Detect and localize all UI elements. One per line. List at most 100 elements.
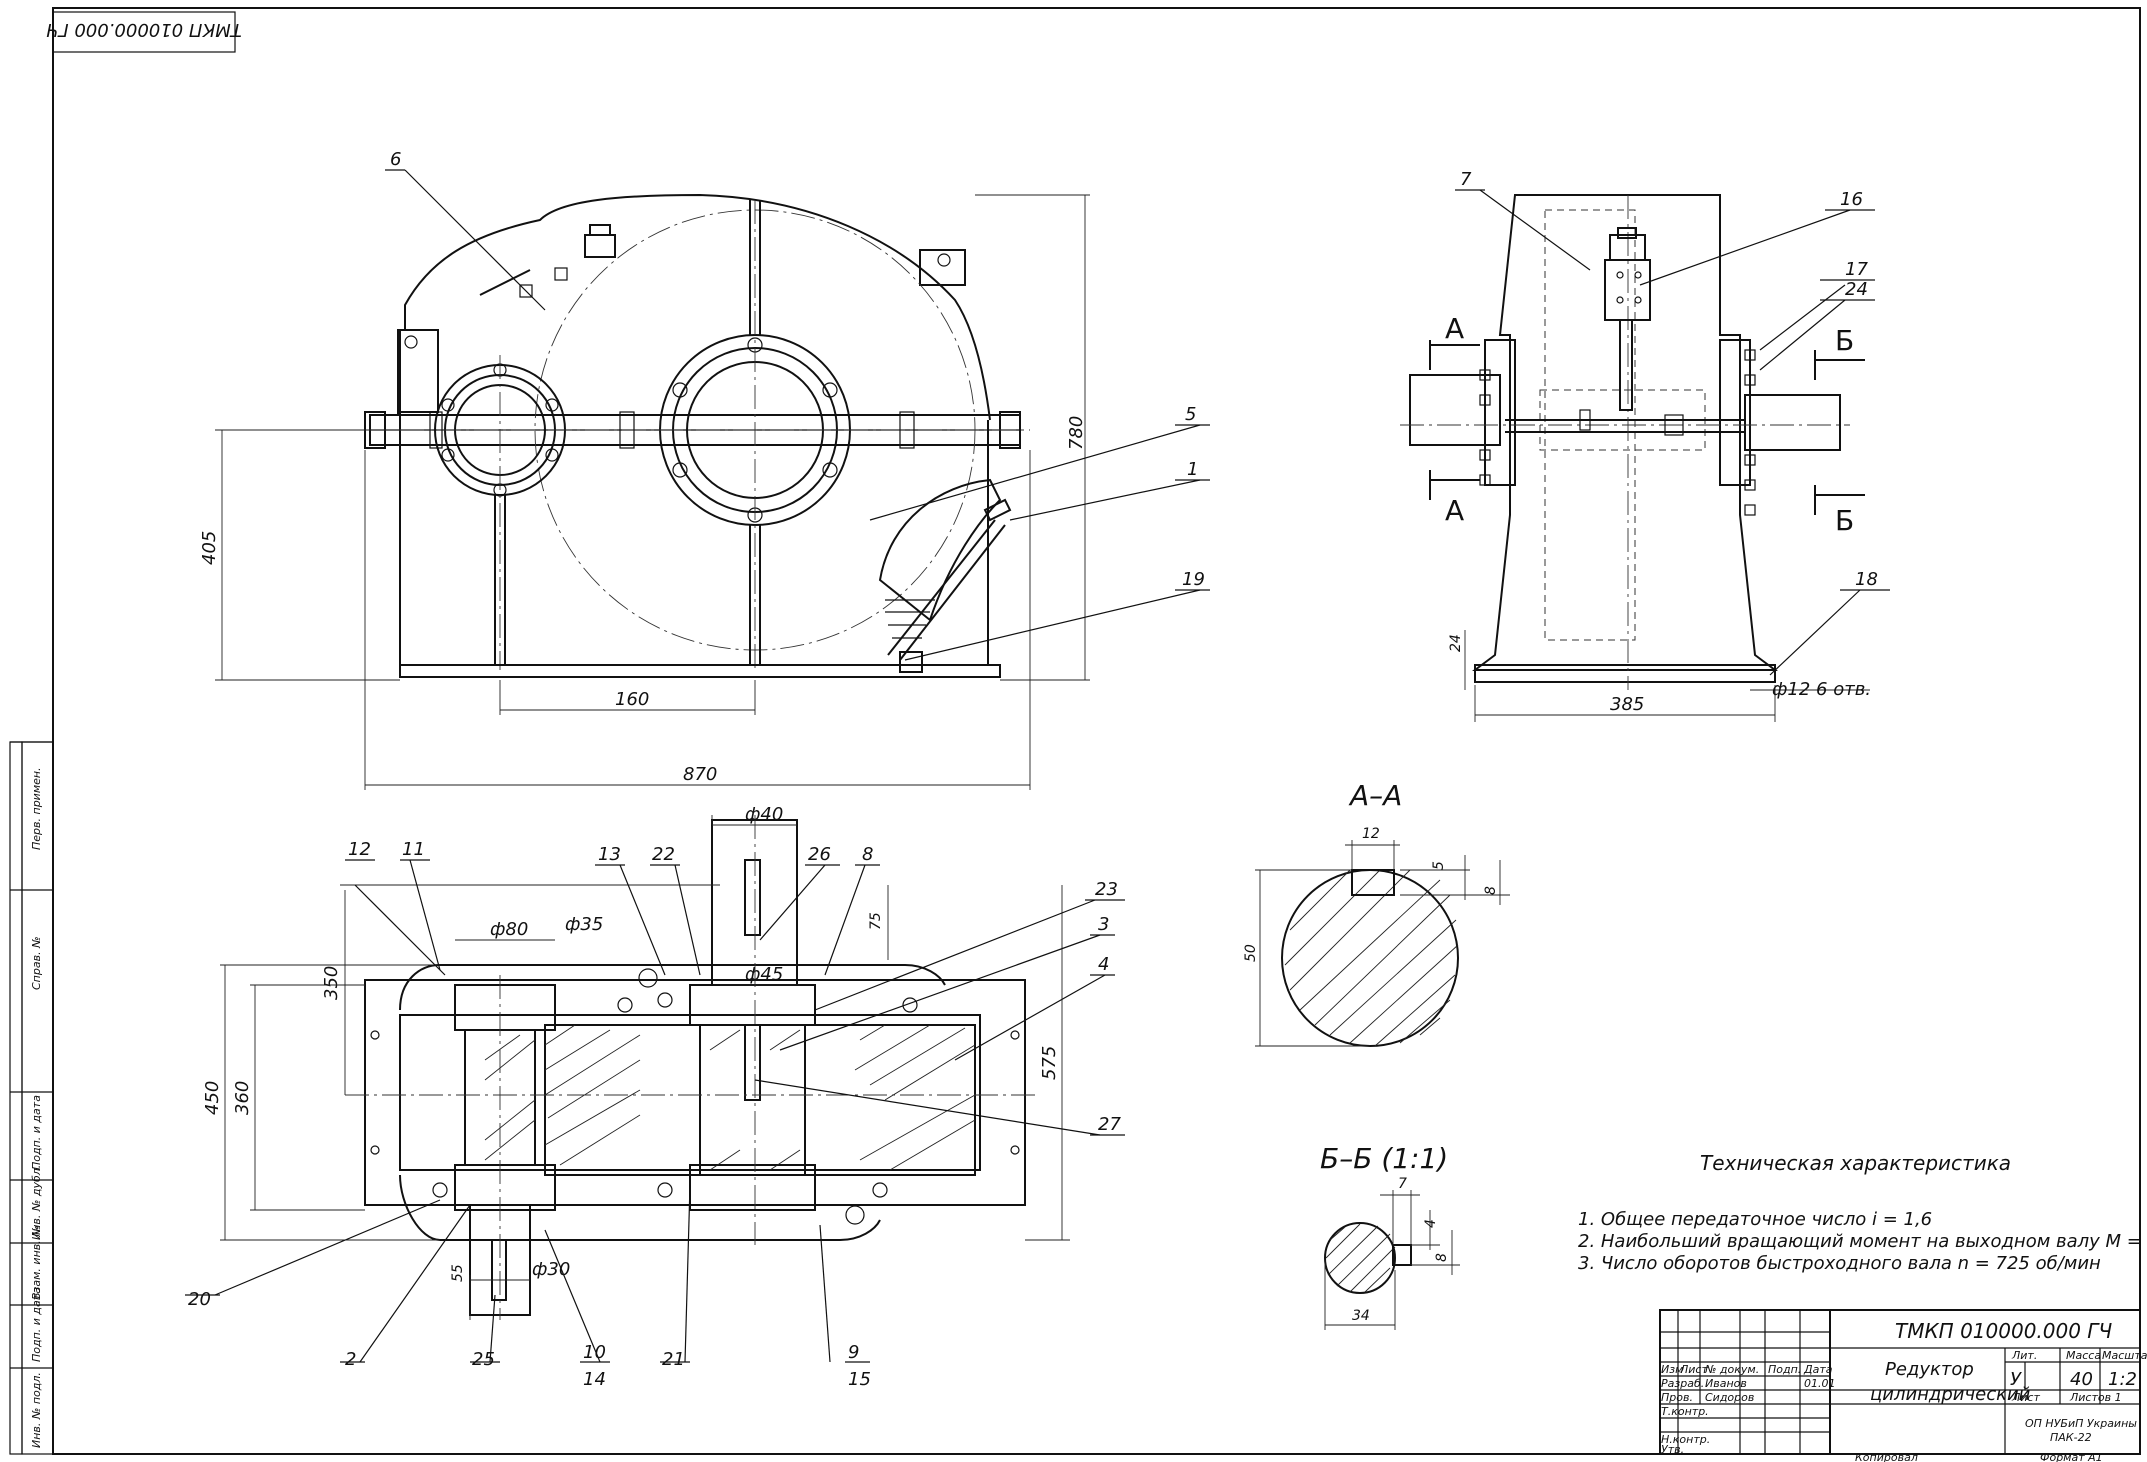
tb-mass-value: 40: [2070, 1369, 2093, 1390]
callout-10: 10: [583, 1342, 606, 1363]
bb-dim-4: 4: [1423, 1219, 1439, 1228]
bb-dim-34: 34: [1352, 1308, 1370, 1324]
callout-27: 27: [1098, 1114, 1121, 1135]
rotated-stamp-code: ТМКП 010000.000 ГЧ: [46, 19, 241, 40]
section-bb-title: Б–Б (1:1): [1320, 1142, 1448, 1175]
section-aa-title: А–А: [1348, 779, 1402, 812]
tb-date-razrab: 01.01: [1804, 1377, 1836, 1390]
callout-12: 12: [348, 839, 371, 860]
callout-18: 18: [1855, 569, 1878, 590]
dim-360: 360: [232, 1081, 253, 1115]
side-label-perv: Перв. примен.: [30, 767, 43, 850]
callout-13: 13: [598, 844, 621, 865]
callout-2: 2: [345, 1349, 356, 1370]
section-mark-a-top: А: [1445, 312, 1464, 345]
side-label-podp1: Подп. и дата: [30, 1095, 43, 1170]
side-label-podl: Инв. № подл.: [30, 1372, 43, 1448]
tb-name-2: цилиндрический: [1870, 1384, 2031, 1405]
tb-code: ТМКП 010000.000 ГЧ: [1895, 1319, 2112, 1343]
tb-sheets-label: Листов 1: [2069, 1391, 2122, 1404]
callout-9: 9: [848, 1342, 859, 1363]
tb-name-1: Редуктор: [1885, 1359, 1974, 1380]
tb-name-prov: Сидоров: [1705, 1391, 1754, 1404]
tb-role-nkontr: Н.контр.: [1661, 1433, 1710, 1446]
tb-hdr-izm: Изм: [1661, 1363, 1683, 1376]
callout-5: 5: [1185, 404, 1196, 425]
bb-dim-7: 7: [1398, 1176, 1407, 1192]
side-label-vzam: Взам. инв. №: [30, 1225, 43, 1300]
tech-spec: Техническая характеристика 1. Общее пере…: [1578, 1151, 2147, 1274]
tb-format: Формат А1: [2040, 1451, 2103, 1462]
aa-dim-5: 5: [1431, 861, 1447, 870]
dim-d30: ф30: [532, 1259, 570, 1280]
dim-holes-12: ф12 6 отв.: [1772, 679, 1871, 700]
side-label-sprav: Справ. №: [30, 936, 43, 990]
callout-20: 20: [188, 1289, 211, 1310]
dim-d45: ф45: [745, 964, 783, 985]
tb-hdr-dok: № докум.: [1704, 1363, 1759, 1376]
dim-24: 24: [1448, 634, 1464, 652]
dim-55: 55: [450, 1264, 466, 1282]
dim-575: 575: [1039, 1046, 1060, 1080]
tb-role-prov: Пров.: [1661, 1391, 1693, 1404]
tb-copied: Копировал: [1855, 1451, 1918, 1462]
callout-8: 8: [862, 844, 873, 865]
callout-21: 21: [662, 1349, 685, 1370]
side-stamp-column: Перв. примен. Справ. № Подп. и дата Инв.…: [9, 741, 54, 1455]
dim-d80: ф80: [490, 919, 528, 940]
callout-11: 11: [402, 839, 425, 860]
section-mark-b-top: Б: [1835, 324, 1854, 357]
callout-3: 3: [1098, 914, 1109, 935]
side-label-dubl: Инв. № дубл.: [30, 1165, 43, 1240]
callout-25: 25: [472, 1349, 495, 1370]
title-block: ТМКП 010000.000 ГЧ Редуктор цилиндрическ…: [1659, 1309, 2147, 1456]
callout-24: 24: [1845, 279, 1868, 300]
dim-350: 350: [321, 966, 342, 1000]
section-mark-b-bottom: Б: [1835, 504, 1854, 537]
tb-org-1: ОП НУБиП Украины: [2025, 1417, 2137, 1430]
bb-dim-8: 8: [1434, 1253, 1450, 1262]
callout-4: 4: [1098, 954, 1109, 975]
aa-dim-12: 12: [1362, 826, 1380, 842]
callout-23: 23: [1095, 879, 1118, 900]
dim-75: 75: [868, 912, 884, 930]
callout-19: 19: [1182, 569, 1205, 590]
tb-scale-label: Масштаб: [2102, 1349, 2147, 1362]
tb-org-2: ПАК-22: [2050, 1431, 2092, 1444]
callout-1: 1: [1187, 459, 1198, 480]
tb-role-utv: Утв.: [1661, 1443, 1684, 1456]
tb-hdr-list: Лист: [1679, 1363, 1708, 1376]
side-view: А А Б Б 385 24 ф12 6 отв. 7 16 17 24: [1400, 169, 1890, 722]
dim-d35: ф35: [565, 914, 603, 935]
aa-dim-8: 8: [1483, 886, 1499, 895]
dim-450: 450: [202, 1081, 223, 1115]
dim-d40: ф40: [745, 804, 783, 825]
tech-title: Техническая характеристика: [1700, 1151, 2011, 1175]
callout-22: 22: [652, 844, 675, 865]
section-mark-a-bottom: А: [1445, 494, 1464, 527]
tb-scale-value: 1:2: [2108, 1369, 2137, 1390]
tech-line-1: 1. Общее передаточное число i = 1,6: [1578, 1209, 1932, 1230]
tb-hdr-data: Дата: [1803, 1363, 1833, 1376]
side-label-podp2: Подп. и дата: [30, 1287, 43, 1362]
tb-sheet-label: Лист: [2011, 1391, 2040, 1404]
callout-7: 7: [1460, 169, 1472, 190]
tb-hdr-podp: Подп.: [1768, 1363, 1801, 1376]
tb-role-tkontr: Т.контр.: [1661, 1405, 1709, 1418]
callout-15: 15: [848, 1369, 871, 1390]
callout-14: 14: [583, 1369, 606, 1390]
drawing-frame: ТМКП 010000.000 ГЧ: [46, 7, 2141, 1455]
dim-780: 780: [1066, 416, 1087, 450]
front-view: 405 780 160 870 6 5 1 19: [199, 149, 1210, 790]
tb-role-razrab: Разраб.: [1661, 1377, 1704, 1390]
callout-6: 6: [390, 149, 401, 170]
tb-mass-label: Масса: [2066, 1349, 2101, 1362]
callout-16: 16: [1840, 189, 1863, 210]
tb-lit-label: Лит.: [2011, 1349, 2037, 1362]
aa-dim-50: 50: [1243, 944, 1259, 962]
tech-line-2: 2. Наибольший вращающий момент на выходн…: [1578, 1231, 2147, 1252]
tb-name-razrab: Иванов: [1705, 1377, 1747, 1390]
plan-view: ф40 ф80 ф35 ф45 75 350 450 360 575 55 ф3…: [185, 804, 1125, 1390]
callout-26: 26: [808, 844, 831, 865]
